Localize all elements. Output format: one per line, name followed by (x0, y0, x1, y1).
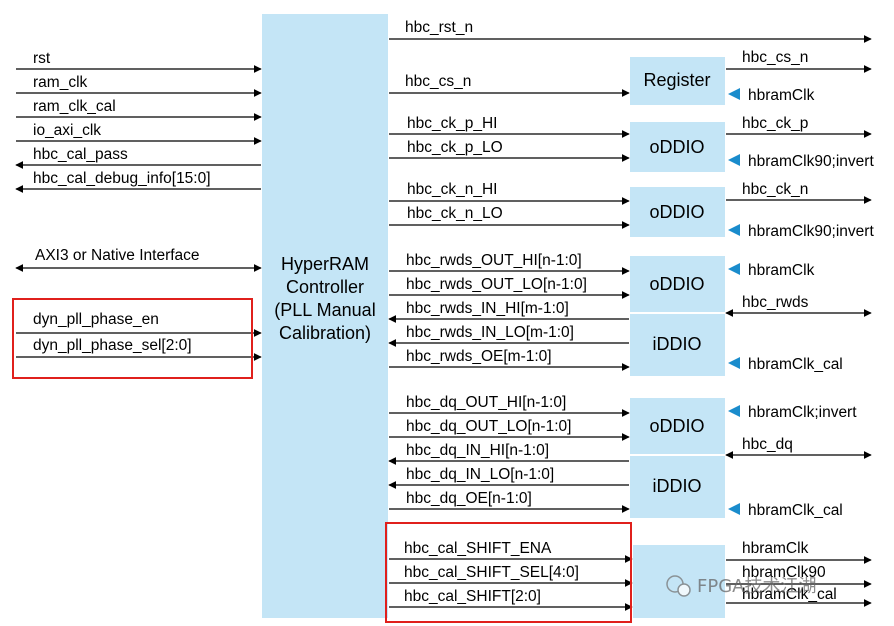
oddio-ck-n-label: oDDIO (649, 202, 704, 222)
oddio-ck-p-block (630, 122, 725, 172)
hbramclk90-invert-label-1: hbramClk90;invert (748, 153, 874, 170)
hbc-ck-n-hi-label: hbc_ck_n_HI (407, 181, 497, 198)
oddio-rwds-label: oDDIO (649, 274, 704, 294)
axi3-label: AXI3 or Native Interface (35, 247, 200, 264)
hbc-rwds-out-hi-label: hbc_rwds_OUT_HI[n-1:0] (406, 252, 582, 269)
hbc-dq-label: hbc_dq (742, 436, 793, 453)
oddio-rwds-block (630, 256, 725, 312)
watermark: FPGA技术江湖 (666, 575, 816, 597)
hyperram-controller-block (262, 14, 388, 618)
hbramclk-cal-label-1: hbramClk_cal (748, 356, 843, 373)
hbramclk90-invert-label-2: hbramClk90;invert (748, 223, 874, 240)
hbc-rwds-oe-label: hbc_rwds_OE[m-1:0] (406, 348, 552, 365)
clock-input-triangle-ck-n (728, 224, 740, 236)
hbramclk-cal-label-2: hbramClk_cal (748, 502, 843, 519)
hbc-rwds-in-lo-label: hbc_rwds_IN_LO[m-1:0] (406, 324, 574, 341)
oddio-dq-block (630, 398, 725, 454)
iddio-dq-block (630, 456, 725, 518)
ram-clk-label: ram_clk (33, 74, 88, 91)
hbramclk-invert-label: hbramClk;invert (748, 404, 857, 421)
hbc-rst-n-label: hbc_rst_n (405, 19, 473, 36)
hbc-cal-shift-ena-label: hbc_cal_SHIFT_ENA (404, 540, 552, 557)
hbc-dq-in-lo-label: hbc_dq_IN_LO[n-1:0] (406, 466, 554, 483)
hbc-dq-in-hi-label: hbc_dq_IN_HI[n-1:0] (406, 442, 549, 459)
register-block (630, 57, 725, 105)
clock-input-triangle-rwds-in (728, 357, 740, 369)
hbc-rwds-out-lo-label: hbc_rwds_OUT_LO[n-1:0] (406, 276, 587, 293)
hbc-cal-shift-sel-label: hbc_cal_SHIFT_SEL[4:0] (404, 564, 579, 581)
io-axi-clk-label: io_axi_clk (33, 122, 101, 139)
hbc-rwds-label: hbc_rwds (742, 294, 809, 311)
clock-input-triangle-dq-in (728, 503, 740, 515)
out-hbramclk-cal-label: hbramClk_cal (742, 586, 837, 603)
ram-clk-cal-label: ram_clk_cal (33, 98, 116, 115)
hbc-cal-shift-label: hbc_cal_SHIFT[2:0] (404, 588, 541, 605)
hbc-cal-debug-info-label: hbc_cal_debug_info[15:0] (33, 170, 211, 187)
out-hbramclk-label: hbramClk (742, 540, 809, 557)
hbc-ck-n-out-label: hbc_ck_n (742, 181, 808, 198)
iddio-rwds-block (630, 314, 725, 376)
dyn-pll-phase-en-label: dyn_pll_phase_en (33, 311, 159, 328)
hbc-ck-p-lo-label: hbc_ck_p_LO (407, 139, 503, 156)
clock-input-triangle-ck-p (728, 154, 740, 166)
iddio-rwds-label: iDDIO (653, 334, 702, 354)
hbc-dq-out-hi-label: hbc_dq_OUT_HI[n-1:0] (406, 394, 566, 411)
hbc-cs-n-out-label: hbc_cs_n (742, 49, 808, 66)
rst-label: rst (33, 50, 51, 67)
hbramclk-rwds-label: hbramClk (748, 262, 815, 279)
cal-shift-highlight-box (385, 522, 632, 623)
hbc-dq-oe-label: hbc_dq_OE[n-1:0] (406, 490, 532, 507)
hbc-cs-n-mid-label: hbc_cs_n (405, 73, 471, 90)
register-label: Register (643, 70, 710, 90)
clock-input-triangle-dq-out (728, 405, 740, 417)
pll-shift-block (633, 545, 725, 618)
dyn-pll-highlight-box (12, 298, 253, 379)
controller-label-line4: Calibration) (279, 323, 371, 343)
hbc-cal-pass-label: hbc_cal_pass (33, 146, 128, 163)
hbc-ck-p-out-label: hbc_ck_p (742, 115, 808, 132)
watermark-text: FPGA技术江湖 (697, 576, 816, 597)
hbc-ck-n-lo-label: hbc_ck_n_LO (407, 205, 503, 222)
out-hbramclk90-label: hbramClk90 (742, 564, 826, 581)
iddio-dq-label: iDDIO (653, 476, 702, 496)
clock-input-triangle-rwds-out (728, 263, 740, 275)
wechat-icon-small (677, 583, 691, 597)
hbramclk-register-label: hbramClk (748, 87, 815, 104)
hbc-ck-p-hi-label: hbc_ck_p_HI (407, 115, 497, 132)
clock-input-triangle-register (728, 88, 740, 100)
dyn-pll-phase-sel-label: dyn_pll_phase_sel[2:0] (33, 337, 192, 354)
controller-label-line1: HyperRAM (281, 254, 369, 274)
controller-label-line3: (PLL Manual (274, 300, 375, 320)
hbc-dq-out-lo-label: hbc_dq_OUT_LO[n-1:0] (406, 418, 571, 435)
oddio-ck-n-block (630, 187, 725, 237)
oddio-dq-label: oDDIO (649, 416, 704, 436)
controller-label-line2: Controller (286, 277, 364, 297)
hbc-rwds-in-hi-label: hbc_rwds_IN_HI[m-1:0] (406, 300, 569, 317)
oddio-ck-p-label: oDDIO (649, 137, 704, 157)
